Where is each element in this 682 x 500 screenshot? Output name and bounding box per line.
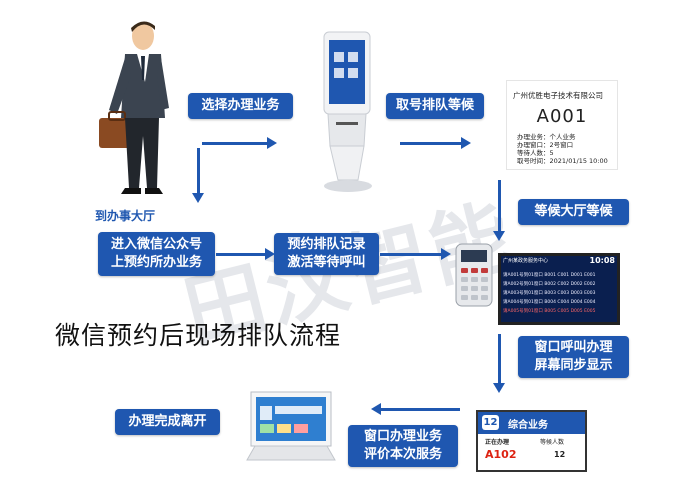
waiting-label: 等候人数 xyxy=(540,439,565,446)
arrow-left xyxy=(371,403,460,415)
screen-row: 请A001号到01窗口 B001 C001 D001 E001 xyxy=(503,273,596,278)
hall-caption: 到办事大厅 xyxy=(95,209,156,223)
caller-keypad-illustration xyxy=(455,243,493,307)
diagram-title: 微信预约后现场排队流程 xyxy=(55,321,342,350)
screen-row: 请A002号到01窗口 B002 C002 D002 E002 xyxy=(503,282,596,287)
step-wechat-reserve: 进入微信公众号 上预约所办业务 xyxy=(98,232,215,276)
kiosk-illustration xyxy=(323,31,372,192)
screen-time: 10:08 xyxy=(589,256,615,265)
evaluation-tablet-illustration xyxy=(246,391,336,461)
step-window-call: 窗口呼叫办理 屏幕同步显示 xyxy=(518,336,629,378)
queue-ticket: 广州优胜电子技术有限公司 A001 办理业务：个人业务 办理窗口：2号窗口 等待… xyxy=(506,80,618,170)
window-service-name: 综合业务 xyxy=(508,420,548,431)
step-select-business: 选择办理业务 xyxy=(188,93,293,119)
arrow-right xyxy=(216,248,275,260)
ticket-number: A001 xyxy=(536,106,588,127)
ticket-company: 广州优胜电子技术有限公司 xyxy=(513,91,603,100)
step-activate-reservation: 预约排队记录 激活等待呼叫 xyxy=(274,233,379,275)
waiting-count: 12 xyxy=(554,450,566,459)
screen-row: 请A005号到01窗口 B005 C005 D005 E005 xyxy=(503,309,596,314)
serving-number: A102 xyxy=(485,448,517,461)
arrow-down xyxy=(493,334,505,393)
arrow-right xyxy=(380,248,451,260)
screen-header: 广州某政务服务中心 xyxy=(503,258,549,264)
ticket-line: 等待人数：5 xyxy=(517,149,554,157)
ticket-line: 取号时间：2021/01/15 10:00 xyxy=(517,157,608,165)
arrow-down xyxy=(192,148,204,203)
serving-label: 正在办理 xyxy=(485,439,510,446)
step-wait-in-hall: 等候大厅等候 xyxy=(518,199,629,225)
arrow-right xyxy=(400,137,471,149)
screen-row: 请A003号到01窗口 B003 C003 D003 E003 xyxy=(503,291,596,296)
step-window-evaluate: 窗口办理业务 评价本次服务 xyxy=(348,425,458,467)
hall-display-screen: 广州某政务服务中心 10:08 请A001号到01窗口 B001 C001 D0… xyxy=(498,253,620,325)
arrow-right xyxy=(202,137,277,149)
person-illustration xyxy=(99,21,169,194)
arrow-down xyxy=(493,180,505,241)
ticket-line: 办理业务：个人业务 xyxy=(517,133,576,141)
window-number-badge: 12 xyxy=(482,415,499,430)
sign-header xyxy=(478,412,585,434)
screen-row: 请A004号到01窗口 B004 C004 D004 E004 xyxy=(503,300,596,305)
step-take-number: 取号排队等候 xyxy=(386,93,484,119)
ticket-line: 办理窗口：2号窗口 xyxy=(517,141,574,149)
window-sign: 12 综合业务 正在办理 等候人数 A102 12 xyxy=(476,410,587,472)
step-finish-leave: 办理完成离开 xyxy=(115,409,220,435)
